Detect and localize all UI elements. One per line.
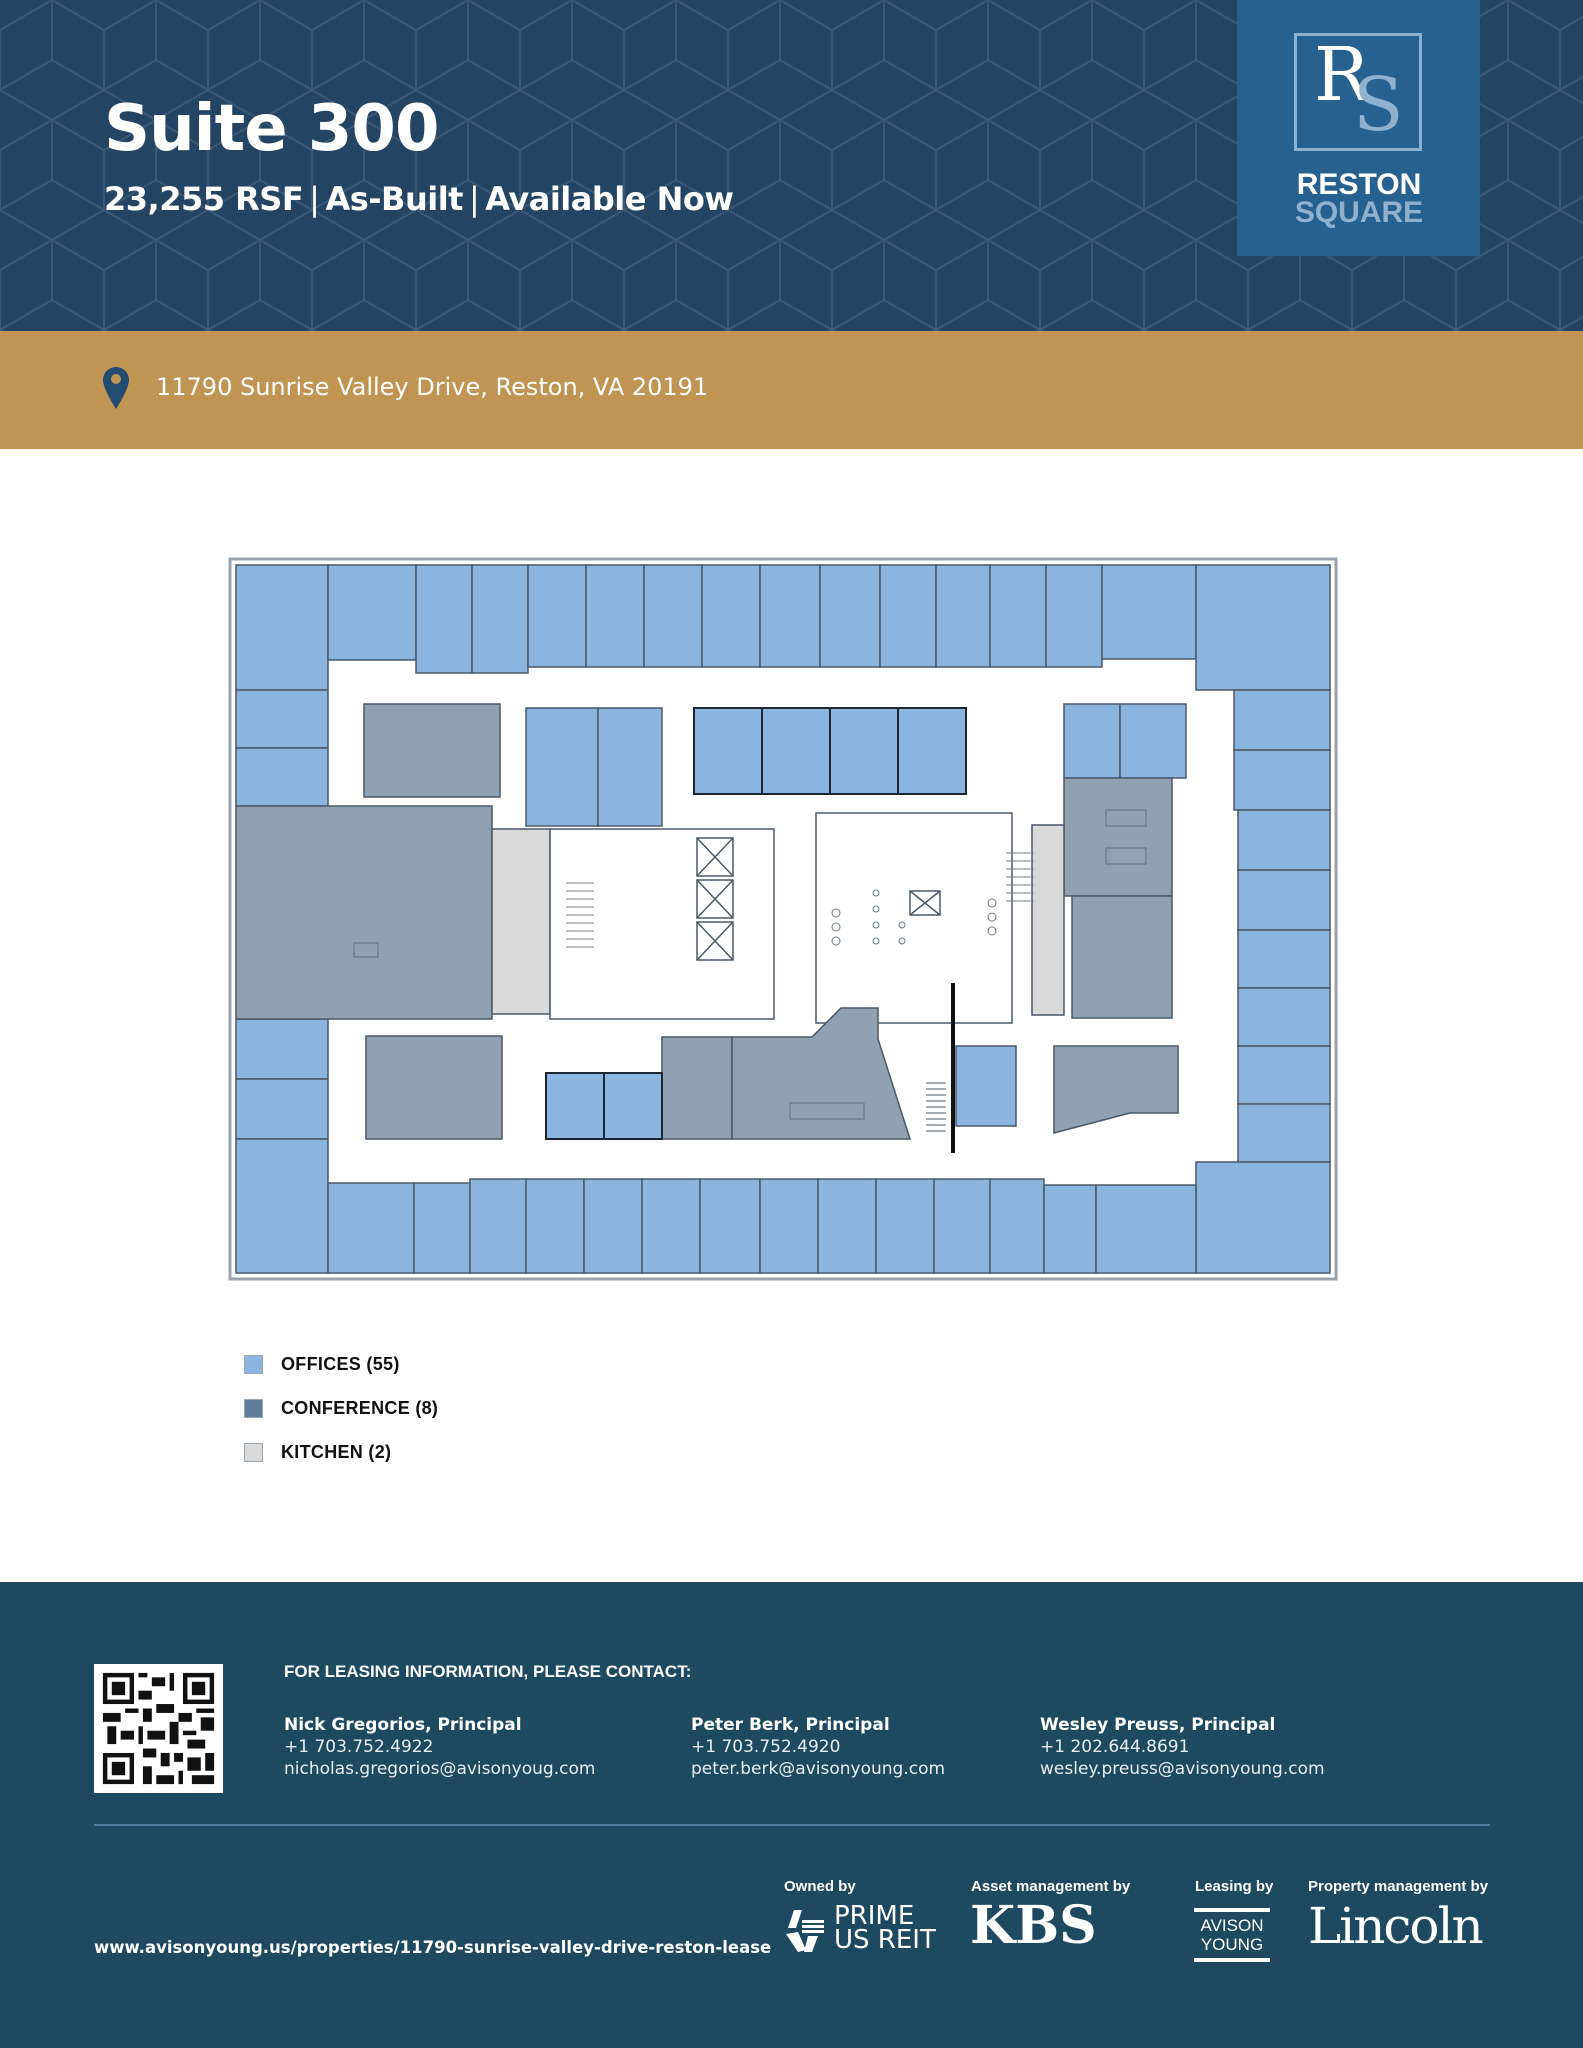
conference-room-east-south [1071,895,1173,1019]
footer: FOR LEASING INFORMATION, PLEASE CONTACT:… [0,1582,1583,2048]
office-row-bottom [327,1178,1197,1274]
conference-room-se [1053,1045,1179,1134]
property-management-label: Property management by [1308,1878,1489,1895]
legend-label: KITCHEN (2) [281,1441,392,1462]
conference-room-sw [365,1035,503,1140]
contact-name: Nick Gregorios, Principal [284,1715,522,1735]
contact-email[interactable]: wesley.preuss@avisonyoung.com [1040,1759,1325,1779]
availability: Available Now [485,180,734,218]
legend-item-conference: CONFERENCE (8) [244,1386,438,1430]
owned-by-label: Owned by [784,1878,856,1895]
floor-plan [228,557,1338,1281]
kitchen-east [1031,824,1065,1016]
contact-card-wesley-preuss: Wesley Preuss, Principal +1 202.644.8691… [1040,1714,1325,1780]
reston-square-logo: R S RESTON SQUARE [1237,0,1480,256]
contact-email[interactable]: peter.berk@avisonyoung.com [691,1759,946,1779]
prime-star-icon [786,1910,824,1952]
contact-card-nick-gregorios: Nick Gregorios, Principal +1 703.752.492… [284,1714,595,1780]
qr-code[interactable] [94,1664,223,1793]
contact-email[interactable]: nicholas.gregorios@avisonyoug.com [284,1759,596,1779]
logo-monogram-s: S [1353,62,1404,148]
office-row-top [235,564,1331,691]
header-banner: Suite 300 23,255 RSF|As-Built|Available … [0,0,1583,331]
legend-swatch-offices [244,1354,263,1374]
avison-young-logo: AVISON YOUNG [1194,1908,1270,1962]
property-address: 11790 Sunrise Valley Drive, Reston, VA 2… [156,373,709,401]
conference-room-east-north [1063,777,1173,897]
legend-item-offices: OFFICES (55) [244,1342,438,1386]
rentable-area: 23,255 RSF [104,180,304,218]
floor-plan-legend: OFFICES (55) CONFERENCE (8) KITCHEN (2) [244,1342,438,1474]
logo-name-line1: RESTON [1296,168,1422,201]
address-bar: 11790 Sunrise Valley Drive, Reston, VA 2… [0,331,1583,449]
conference-room-south-central [731,1007,912,1140]
page-title: Suite 300 [104,92,439,166]
conference-room-nw [363,703,501,798]
avison-young-line2: YOUNG [1200,1935,1264,1954]
property-url-link[interactable]: www.avisonyoung.us/properties/11790-sunr… [94,1938,772,1957]
contact-phone[interactable]: +1 703.752.4922 [284,1737,434,1757]
leasing-by-label: Leasing by [1195,1878,1274,1895]
contact-phone[interactable]: +1 703.752.4920 [691,1737,841,1757]
contact-name: Wesley Preuss, Principal [1040,1715,1276,1735]
legend-label: CONFERENCE (8) [281,1397,439,1418]
contact-phone[interactable]: +1 202.644.8691 [1040,1737,1190,1757]
legend-swatch-conference [244,1398,263,1418]
contact-name: Peter Berk, Principal [691,1715,890,1735]
kitchen-west [491,828,551,1015]
separator: | [309,180,320,218]
map-pin-icon [103,367,129,409]
legend-swatch-kitchen [244,1442,263,1462]
prime-brand-line2: US REIT [834,1925,936,1955]
prime-brand-line1: PRIME [834,1901,915,1931]
suite-summary: 23,255 RSF|As-Built|Available Now [104,180,734,218]
separator: | [468,180,480,218]
office-column-right [1195,689,1331,1274]
logo-monogram-r: R [1314,32,1370,118]
kbs-logo: KBS [970,1895,1097,1956]
lincoln-logo: Lincoln [1308,1897,1484,1955]
asset-management-label: Asset management by [971,1878,1131,1895]
contact-heading: FOR LEASING INFORMATION, PLEASE CONTACT: [284,1662,692,1681]
footer-divider [94,1824,1490,1826]
logo-monogram-frame: R S [1294,32,1422,151]
office-column-left [235,689,329,1274]
legend-label: OFFICES (55) [281,1353,400,1374]
conference-room-large-west [235,805,493,1020]
avison-young-line1: AVISON [1200,1916,1264,1935]
condition: As-Built [325,180,463,218]
legend-item-kitchen: KITCHEN (2) [244,1430,438,1474]
logo-name-line2: SQUARE [1294,196,1424,229]
contact-card-peter-berk: Peter Berk, Principal +1 703.752.4920 pe… [691,1714,945,1780]
